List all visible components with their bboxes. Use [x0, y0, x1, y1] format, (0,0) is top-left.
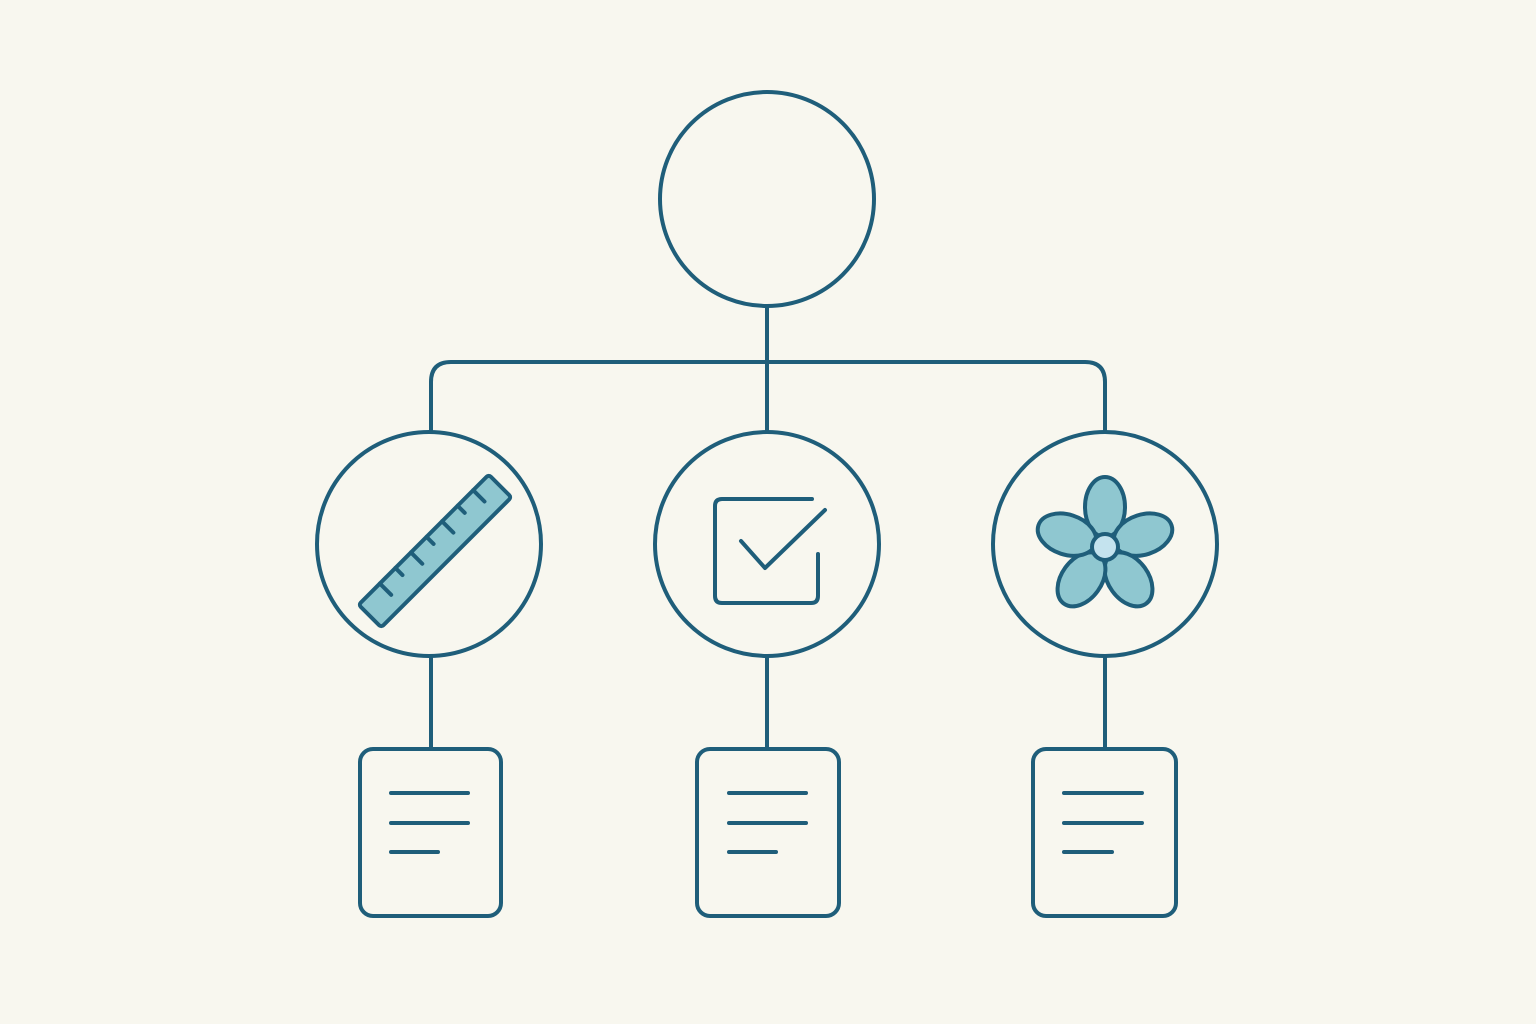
- document-text-lines: [727, 791, 808, 854]
- ruler-icon: [357, 473, 513, 629]
- ruler-tick: [440, 519, 456, 535]
- document-text-lines: [389, 791, 470, 854]
- ruler-tick: [455, 503, 467, 515]
- ruler-body: [357, 473, 513, 629]
- document-right: [1031, 747, 1178, 918]
- ruler-tick: [408, 550, 425, 566]
- ruler-tick: [377, 581, 394, 597]
- branch-node-right: [991, 430, 1219, 658]
- flower-center: [1090, 532, 1120, 562]
- root-node: [658, 90, 876, 308]
- checkbox-check-icon: [713, 497, 827, 605]
- check-mark: [739, 508, 827, 570]
- branch-bus-connector: [429, 360, 1107, 432]
- checkbox-outline: [713, 497, 820, 605]
- ruler-tick: [393, 565, 405, 578]
- flower-icon: [1035, 475, 1175, 609]
- branch-node-center: [653, 430, 881, 658]
- document-left: [358, 747, 503, 918]
- ruler-ticks: [377, 488, 487, 597]
- branch-node-left: [315, 430, 543, 658]
- ruler-tick: [471, 488, 487, 504]
- connectors: [429, 304, 1107, 750]
- document-icon: [695, 747, 841, 918]
- document-icon: [358, 747, 503, 918]
- ruler-tick: [424, 534, 436, 546]
- document-icon: [1031, 747, 1178, 918]
- document-center: [695, 747, 841, 918]
- document-text-lines: [1062, 791, 1144, 854]
